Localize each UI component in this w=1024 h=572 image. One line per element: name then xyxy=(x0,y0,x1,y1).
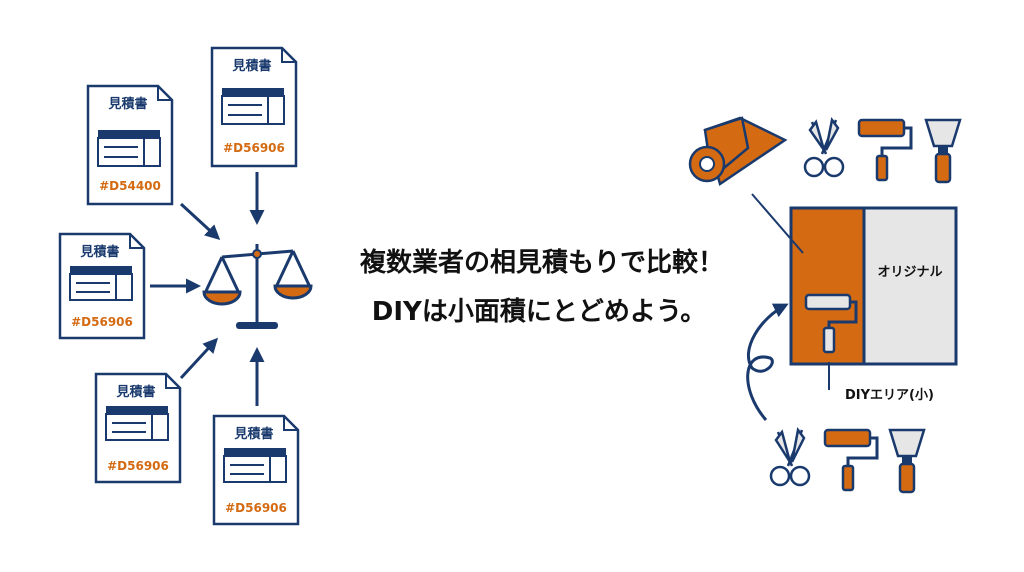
estimate-doc-title: 見積書 xyxy=(233,426,273,442)
estimate-doc-code: #D54400 xyxy=(99,179,161,193)
estimate-doc-3: 見積書 #D56906 xyxy=(58,232,146,340)
arrow xyxy=(179,202,221,241)
curved-arrow xyxy=(746,303,789,421)
scissors-icon xyxy=(769,426,811,487)
wall-panel: オリジナル xyxy=(789,206,958,366)
estimate-doc-code: #D56906 xyxy=(71,315,133,329)
estimate-doc-4: 見積書 #D56906 xyxy=(94,372,182,484)
estimate-doc-code: #D56906 xyxy=(225,501,287,515)
arrow xyxy=(179,337,219,380)
roll-to-wall-leader xyxy=(751,193,804,254)
paint-roller-icon xyxy=(857,118,913,182)
estimate-doc-code: #D56906 xyxy=(223,141,285,155)
message-line-1: 複数業者の相見積もりで比較！ xyxy=(360,247,724,278)
wall-paint-roller-icon xyxy=(804,293,858,354)
arrows-to-scale xyxy=(150,172,265,406)
original-area-label: オリジナル xyxy=(877,265,942,280)
balance-scale-icon xyxy=(202,244,313,329)
estimate-doc-title: 見積書 xyxy=(107,96,147,112)
message-line-2: DIYは小面積にとどめよう。 xyxy=(372,297,707,327)
estimate-doc-title: 見積書 xyxy=(115,384,155,400)
scissors-icon xyxy=(803,117,845,178)
wallpaper-roll-icon xyxy=(688,116,788,187)
diy-area-label: DIYエリア(小) xyxy=(845,388,934,403)
estimate-doc-1: 見積書 #D54400 xyxy=(86,84,174,206)
estimate-doc-2: 見積書 #D56906 xyxy=(210,46,298,168)
putty-knife-icon xyxy=(888,428,926,494)
estimate-doc-title: 見積書 xyxy=(79,244,119,260)
estimate-doc-title: 見積書 xyxy=(231,58,271,74)
estimate-doc-5: 見積書 #D56906 xyxy=(212,414,300,526)
paint-roller-icon xyxy=(823,428,879,492)
putty-knife-icon xyxy=(924,118,962,184)
estimate-doc-code: #D56906 xyxy=(107,459,169,473)
